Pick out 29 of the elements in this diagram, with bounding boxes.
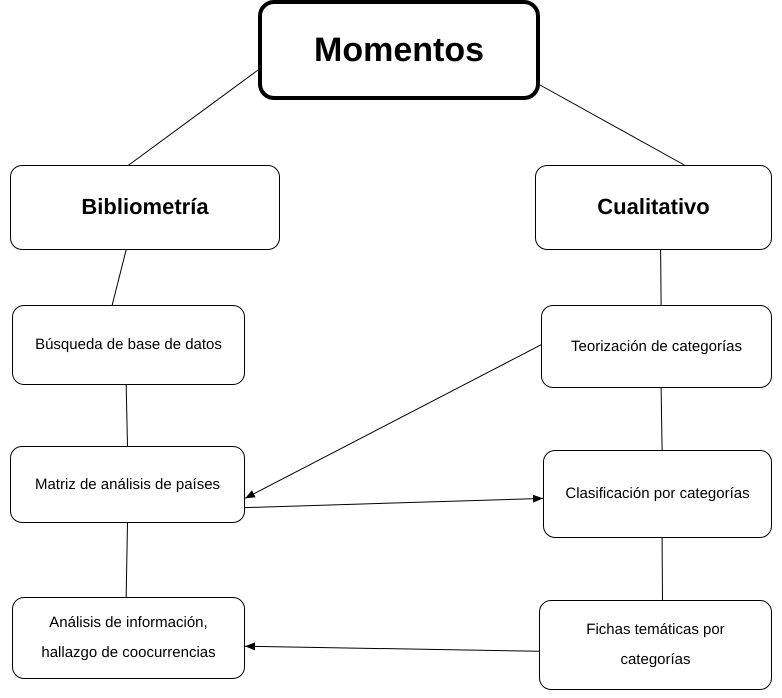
category-box: [10, 165, 280, 250]
step-box: [10, 446, 245, 523]
box-label: Cualitativo: [597, 193, 710, 222]
category-box: [535, 165, 772, 250]
step-box: [12, 597, 245, 679]
arrow: [244, 642, 540, 652]
box-label: Matriz de análisis de países: [34, 474, 220, 494]
arrow: [244, 494, 544, 508]
box-label: Bibliometría: [81, 193, 209, 222]
box-label: Análisis de información, hallazgo de coocurrencias: [40, 613, 217, 663]
step-box: [543, 450, 772, 538]
step-box: [539, 600, 772, 690]
title-box: [258, 0, 540, 100]
connector-line: [128, 70, 258, 166]
box-label: Fichas temáticas por categorías: [585, 620, 726, 670]
box-label: Momentos: [314, 30, 484, 71]
step-box: [12, 305, 245, 385]
connector-line: [660, 388, 663, 450]
connector-line: [126, 522, 128, 598]
box-label: Teorización de categorías: [571, 336, 742, 356]
box-label: Búsqueda de base de datos: [35, 335, 222, 355]
connector-line: [662, 538, 663, 600]
connector-line: [126, 384, 128, 446]
connector-line: [540, 84, 685, 166]
box-label: Clasificación por categorías: [565, 484, 750, 504]
step-box: [541, 305, 772, 388]
connector-line: [660, 250, 662, 306]
arrow: [244, 344, 542, 499]
connector-line: [112, 250, 127, 306]
